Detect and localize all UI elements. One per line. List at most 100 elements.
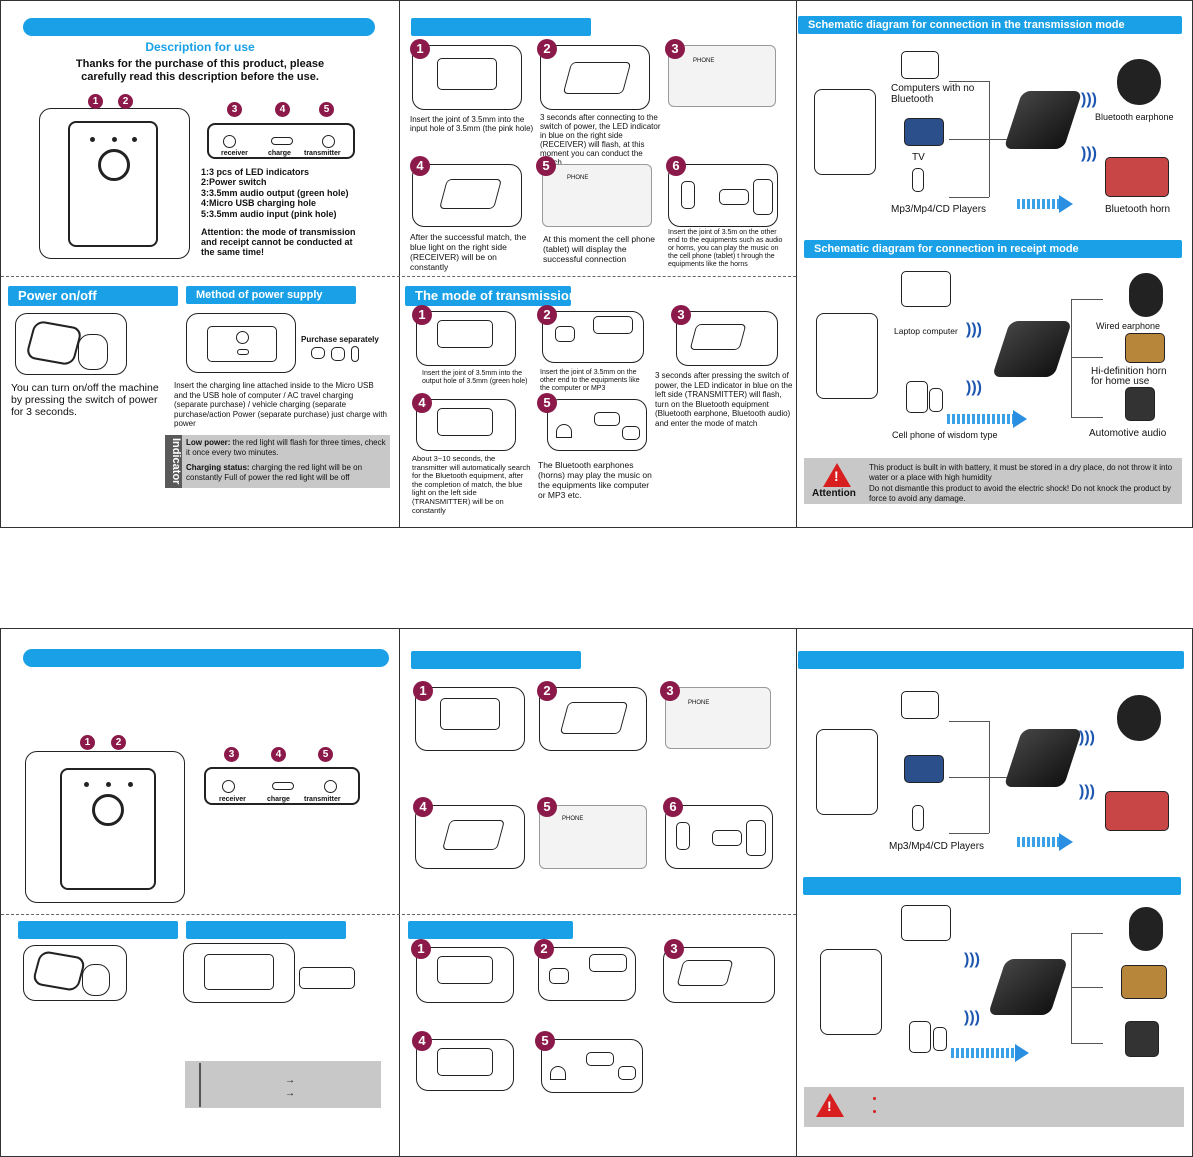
device-icon	[24, 319, 84, 367]
mp3-icon	[912, 168, 924, 192]
arrow-head-icon	[1059, 833, 1073, 851]
attention-item: Do not dismantle this product to avoid t…	[869, 484, 1171, 503]
receiver-device	[991, 321, 1073, 377]
step-image	[412, 164, 522, 227]
bluetooth-wave-icon: )))	[1081, 145, 1097, 162]
step-text: At this moment the cell phone (tablet) w…	[543, 234, 655, 264]
accessory-icons	[299, 967, 355, 989]
laptop-icon	[901, 905, 951, 941]
port-label: transmitter	[304, 150, 341, 157]
header-bar	[411, 651, 581, 669]
cable	[1071, 299, 1103, 300]
charge-port	[271, 137, 293, 145]
transmitter-device	[1003, 91, 1083, 149]
device-icon	[207, 326, 277, 362]
power-illustration	[15, 313, 127, 375]
phone-screen: PHONE	[539, 805, 647, 869]
rx-diagram-title: Schematic diagram for connection in rece…	[804, 240, 1182, 258]
attention-line: the same time!	[201, 247, 265, 257]
finger-icon	[82, 964, 110, 996]
hifi-speaker-icon	[1125, 333, 1165, 363]
step-image	[547, 399, 647, 451]
tablet-icon	[909, 1021, 931, 1053]
step-text: Insert the joint of 3.5mm on the other e…	[540, 369, 640, 392]
attention-panel	[804, 458, 1182, 504]
led-indicator	[106, 782, 111, 787]
warning-mark: !	[834, 468, 839, 484]
cable	[949, 81, 989, 82]
intro-line-1: Thanks for the purchase of this product,…	[75, 58, 325, 70]
column-divider	[796, 629, 797, 1156]
dashed-divider	[1, 914, 796, 915]
step-number: 5	[537, 393, 557, 413]
phone-label: PHONE	[688, 700, 710, 706]
monitor-icon	[549, 968, 569, 984]
column-divider	[399, 629, 400, 1156]
device-icon	[589, 954, 627, 972]
arrow-head-icon	[1015, 1044, 1029, 1062]
computer-icon	[901, 51, 939, 79]
step-image	[665, 805, 773, 869]
device-icon	[31, 949, 87, 993]
led-indicator	[90, 137, 95, 142]
step-text: Insert the joint of 3.5mm into the outpu…	[422, 370, 528, 385]
phone-label: PHONE	[693, 58, 715, 64]
led-indicator	[128, 782, 133, 787]
port-label: receiver	[219, 796, 246, 803]
bluetooth-wave-icon: )))	[1079, 729, 1095, 746]
power-bank-icon	[351, 346, 359, 362]
monitor-icon	[311, 347, 325, 359]
monitor-icon	[618, 1066, 636, 1080]
step-text: Insert the joint of 3.5mm into the input…	[410, 115, 534, 133]
port-label: charge	[268, 150, 291, 157]
attention-panel	[804, 1087, 1184, 1127]
callout-number: 5	[318, 747, 333, 762]
step-text: 3 seconds after pressing the switch of p…	[655, 371, 793, 428]
monitor-icon	[555, 326, 575, 342]
receiver-port	[222, 780, 235, 793]
cable	[1071, 933, 1072, 1043]
charge-port	[272, 782, 294, 790]
step-image	[668, 164, 778, 227]
step-number: 5	[535, 1031, 555, 1051]
attention-line: Attention: the mode of transmission	[201, 227, 356, 237]
supply-illustration	[186, 313, 296, 373]
phone-screen: PHONE	[668, 45, 776, 107]
device-icon	[586, 1052, 614, 1066]
bullet-dot	[873, 1110, 876, 1113]
indicator-label: Indicator	[165, 435, 182, 488]
header-bar	[798, 651, 1184, 669]
phone-label: PHONE	[562, 816, 584, 822]
device-icon	[689, 324, 747, 350]
header-bar	[186, 921, 346, 939]
speaker-icon	[1105, 157, 1169, 197]
step-image	[663, 947, 775, 1003]
device-front	[68, 121, 158, 247]
manual-sheet-bottom: 1 2 receiver charge transmitter 3 4 5 → …	[0, 628, 1193, 1157]
step-image	[416, 947, 514, 1003]
phone-label: PHONE	[567, 175, 589, 181]
step-text: 3 seconds after connecting to the switch…	[540, 113, 661, 167]
step-image	[416, 311, 516, 366]
bluetooth-wave-icon: )))	[964, 1009, 980, 1026]
headphone-icon	[556, 424, 572, 438]
transmitter-port	[324, 780, 337, 793]
device-icon	[438, 179, 503, 209]
device-front	[816, 313, 878, 399]
cable	[1071, 1043, 1103, 1044]
computers-label: Computers with no Bluetooth	[891, 83, 975, 105]
tv-icon	[904, 755, 944, 783]
charging-desc: charging the red light will be on consta…	[186, 463, 363, 482]
step-image	[539, 687, 647, 751]
header-bar	[408, 921, 573, 939]
feature-item: 4:Micro USB charging hole	[201, 198, 317, 208]
step-image	[412, 45, 522, 110]
speaker-icon	[746, 820, 766, 856]
step-number: 5	[537, 797, 557, 817]
mp3-icon	[912, 805, 924, 831]
device-icon	[440, 698, 500, 730]
step-text: Insert the joint of 3.5m on the other en…	[668, 229, 783, 268]
device-icon	[593, 316, 633, 334]
speaker-icon	[1105, 791, 1169, 831]
manual-sheet-top: Description for use Thanks for the purch…	[0, 0, 1193, 528]
